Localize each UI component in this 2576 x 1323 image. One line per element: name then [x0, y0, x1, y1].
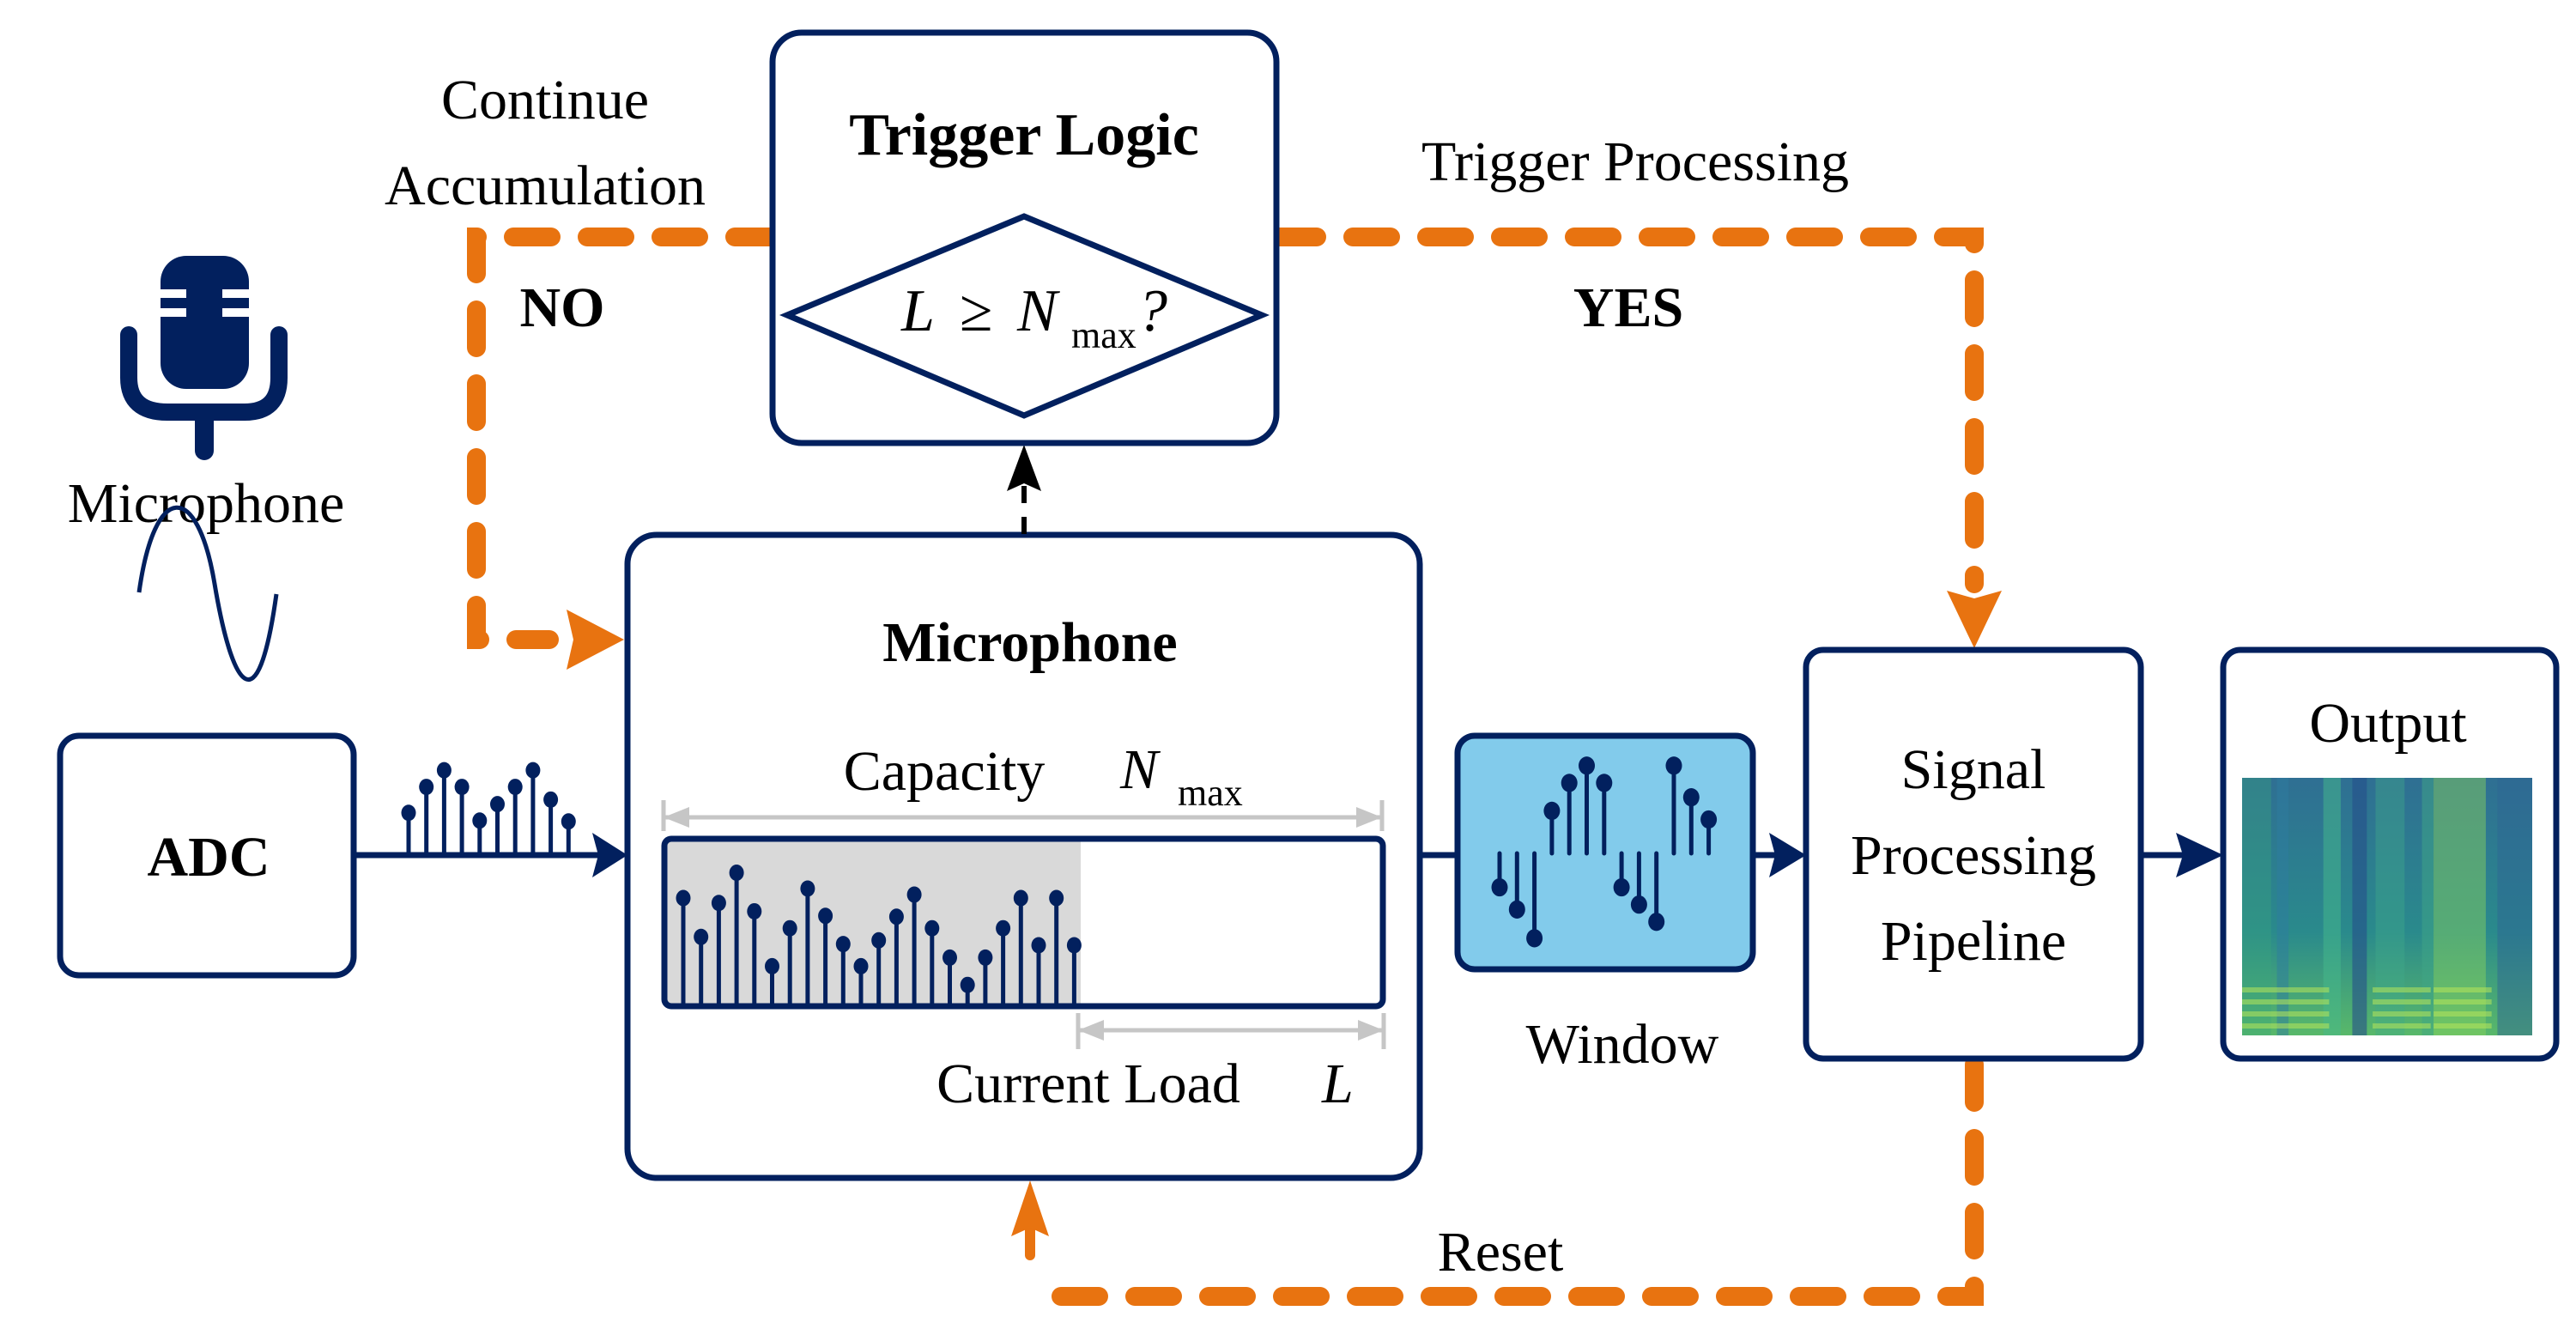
- adc-sample-marker: [419, 779, 434, 796]
- adc-sample-train: [401, 762, 576, 858]
- condition-operator: ≥: [960, 278, 992, 344]
- buffer-sample-marker: [978, 949, 993, 966]
- no-label: NO: [520, 276, 605, 339]
- pipeline-line3: Pipeline: [1881, 910, 2066, 973]
- adc-sample-marker: [454, 779, 470, 796]
- buffer-sample-marker: [835, 936, 851, 953]
- buffer-sample-marker: [711, 895, 726, 912]
- microphone-source-label: Microphone: [68, 472, 345, 535]
- window-sample-marker: [1613, 877, 1630, 897]
- adc-sample-marker: [436, 762, 452, 779]
- buffer-sample-marker: [818, 907, 833, 925]
- buffer-sample-marker: [906, 886, 922, 903]
- condition-lhs: L: [900, 278, 935, 344]
- buffer-sample-marker: [1031, 937, 1046, 954]
- yes-branch-path: [1270, 228, 2002, 648]
- buffer-sample-marker: [871, 932, 887, 949]
- buffer-sample-marker: [765, 957, 779, 974]
- output-label: Output: [2309, 692, 2466, 755]
- window-sample-marker: [1508, 900, 1525, 919]
- no-caption-line2: Accumulation: [385, 155, 706, 217]
- adc-to-buffer-arrow: [354, 833, 627, 877]
- window-sample-marker: [1700, 810, 1718, 829]
- capacity-dimension-line: [661, 800, 1385, 831]
- reset-arrowhead: [1011, 1180, 1049, 1236]
- window-label: Window: [1526, 1013, 1719, 1076]
- adc-sample-marker: [507, 779, 523, 796]
- buffer-sample-marker: [960, 976, 975, 993]
- no-branch-arrowhead: [567, 610, 624, 670]
- window-sample-marker: [1561, 774, 1578, 792]
- capacity-symbol: N: [1119, 738, 1161, 801]
- window-sample-marker: [1579, 756, 1595, 775]
- window-sample-marker: [1526, 929, 1543, 948]
- window-sample-marker: [1630, 895, 1647, 914]
- buffer-sample-marker: [782, 919, 797, 937]
- window-sample-marker: [1596, 774, 1613, 792]
- window-sample-marker: [1648, 913, 1665, 932]
- window-sample-train: [1491, 756, 1718, 948]
- buffer-sample-marker: [996, 919, 1011, 937]
- reset-path: [1011, 1055, 1984, 1306]
- window-sample-marker: [1491, 877, 1508, 897]
- condition-question: ?: [1137, 278, 1167, 344]
- buffer-to-trigger-arrow: [1007, 445, 1041, 534]
- window-sample-marker: [1543, 801, 1561, 821]
- adc-sample-marker: [472, 812, 488, 829]
- buffer-sample-train: [676, 865, 1082, 1007]
- buffer-sample-marker: [853, 957, 869, 974]
- buffer-bar: [661, 835, 1386, 1010]
- window-to-pipeline-arrow: [1753, 833, 1806, 877]
- buffer-box-title: Microphone: [882, 611, 1177, 674]
- yes-branch-arrowhead: [1947, 591, 2002, 648]
- load-label: Current Load: [936, 1053, 1240, 1115]
- pipeline-line2: Processing: [1851, 824, 2096, 887]
- adc-sample-marker: [401, 804, 416, 822]
- load-dimension-line: [1076, 1013, 1386, 1049]
- pipeline-line1: Signal: [1901, 738, 2046, 801]
- capacity-label: Capacity: [844, 740, 1046, 803]
- trigger-logic-title: Trigger Logic: [849, 102, 1199, 168]
- yes-caption: Trigger Processing: [1421, 130, 1849, 193]
- adc-sample-marker: [543, 791, 559, 808]
- microphone-icon: [120, 256, 288, 460]
- buffer-sample-marker: [1013, 889, 1028, 907]
- capacity-subscript: max: [1178, 772, 1243, 814]
- buffer-sample-marker: [747, 902, 762, 919]
- yes-label: YES: [1573, 276, 1683, 339]
- adc-sample-marker: [561, 813, 576, 830]
- pipeline-to-output-arrow: [2141, 833, 2223, 877]
- buffer-sample-marker: [800, 880, 815, 897]
- window-sample-marker: [1682, 788, 1700, 807]
- buffer-sample-marker: [1049, 889, 1064, 907]
- sine-wave-icon: [136, 505, 279, 682]
- buffer-sample-marker: [924, 919, 940, 937]
- adc-sample-marker: [525, 762, 541, 779]
- buffer-outline: [661, 835, 1386, 1010]
- buffer-fill-region: [665, 840, 1081, 1005]
- buffer-sample-marker: [1066, 937, 1082, 954]
- no-caption-line1: Continue: [441, 69, 649, 131]
- reset-label: Reset: [1438, 1221, 1564, 1284]
- load-symbol: L: [1321, 1053, 1354, 1115]
- no-branch-path: [467, 228, 782, 670]
- adc-sample-marker: [490, 796, 505, 813]
- condition-subscript: max: [1071, 314, 1136, 356]
- adc-label: ADC: [148, 826, 270, 889]
- spectrogram-image: [2242, 778, 2532, 1035]
- buffer-sample-marker: [943, 949, 957, 966]
- buffer-sample-marker: [888, 908, 904, 925]
- decision-diamond: [779, 213, 1270, 419]
- condition-rhs: N: [1016, 278, 1060, 344]
- buffer-sample-marker: [694, 928, 709, 945]
- window-sample-marker: [1665, 756, 1682, 775]
- buffer-sample-marker: [676, 889, 691, 907]
- buffer-sample-marker: [729, 865, 744, 882]
